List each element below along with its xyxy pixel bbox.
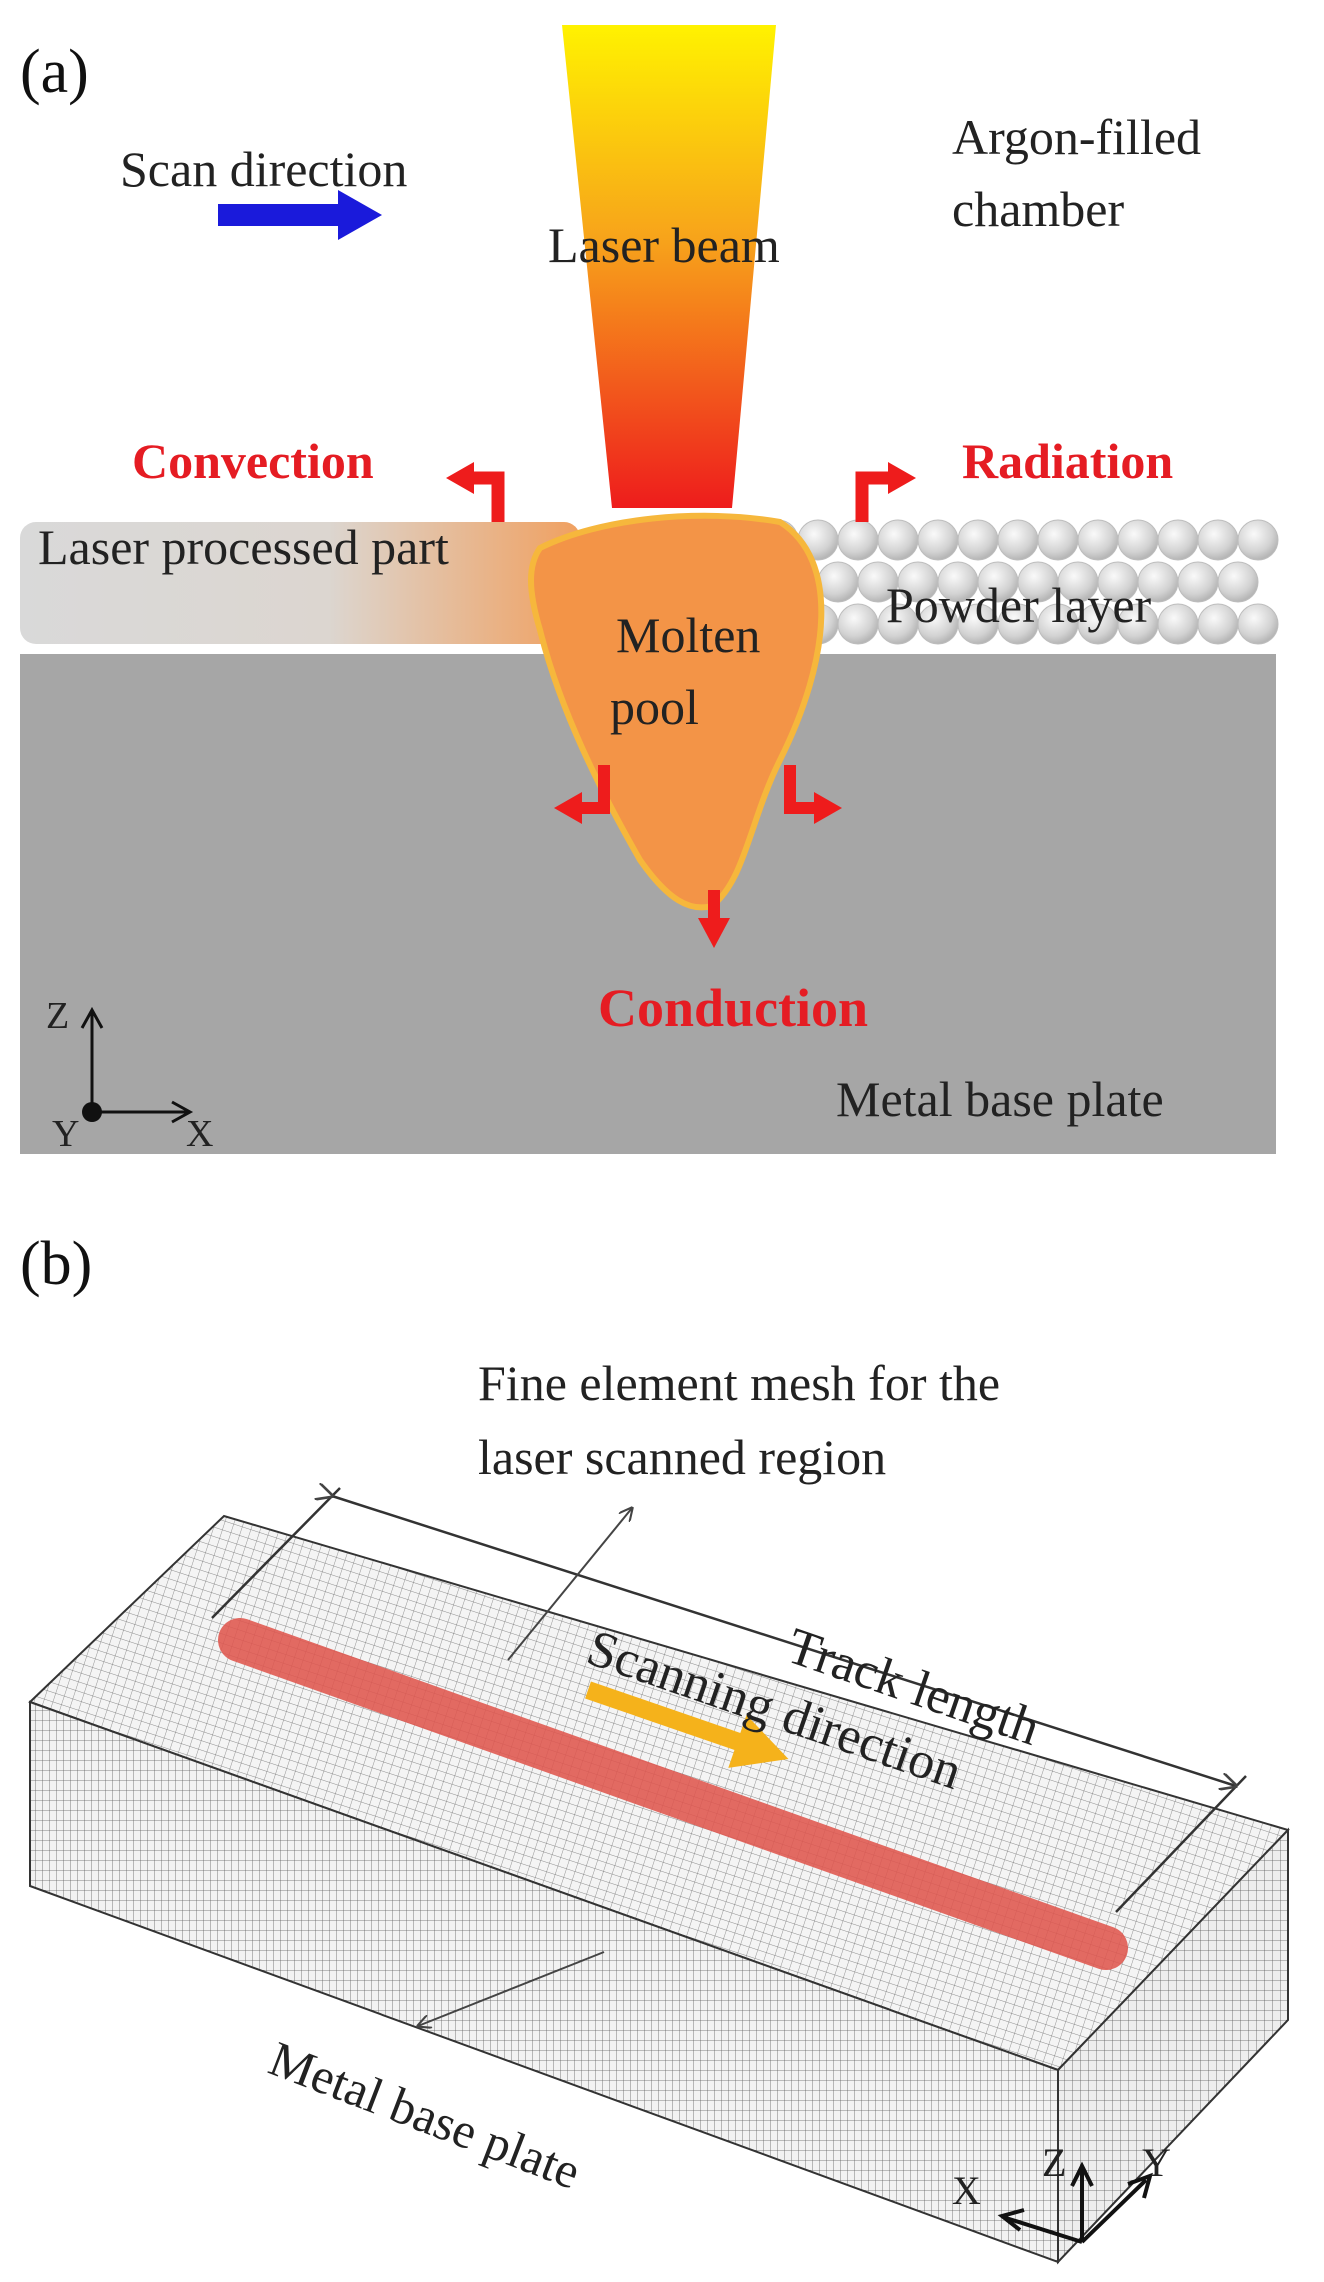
track-length-dimension [211, 1488, 1247, 1913]
conduction-arrow-right [784, 765, 818, 814]
powder-particle [1037, 519, 1079, 561]
mesh-label-line2: laser scanned region [478, 1429, 886, 1485]
mesh-end-face [1057, 1827, 1289, 2265]
powder-particle [1177, 561, 1219, 603]
conduction-arrowhead-down [698, 918, 730, 948]
powder-particle [997, 519, 1039, 561]
processed-part-label: Laser processed part [38, 519, 449, 575]
chamber-label-line1: Argon-filled [952, 109, 1201, 165]
axis-x-label-a: X [186, 1113, 213, 1155]
conduction-arrowhead-right [814, 792, 842, 824]
conduction-arrow-left [578, 765, 610, 814]
powder-layer-label: Powder layer [886, 577, 1152, 633]
conduction-label: Conduction [598, 978, 868, 1038]
axes-b [997, 2161, 1153, 2244]
laser-processed-part [20, 522, 580, 644]
powder-particle [1157, 519, 1199, 561]
axis-y-dot-a [82, 1102, 102, 1122]
powder-particle [877, 519, 919, 561]
mesh-label-line1: Fine element mesh for the [478, 1355, 1000, 1411]
powder-particle [1197, 519, 1239, 561]
axes-a [80, 1006, 194, 1124]
convection-arrow [470, 471, 505, 522]
molten-pool-label-line1: Molten [616, 607, 760, 663]
powder-particle [817, 561, 859, 603]
panel-a-label: (a) [20, 38, 89, 106]
base-plate-label-a: Metal base plate [836, 1071, 1164, 1127]
scan-direction-arrow [218, 190, 382, 240]
axis-z-label-b: Z [1042, 2140, 1066, 2185]
chamber-label-line2: chamber [952, 181, 1124, 237]
scanning-direction-arrow [585, 1681, 789, 1768]
axis-z-label-a: Z [46, 995, 69, 1037]
powder-particle [1077, 519, 1119, 561]
powder-particle [837, 519, 879, 561]
powder-particle [1217, 561, 1259, 603]
convection-arrowhead [446, 462, 474, 494]
axis-y-label-b: Y [1142, 2140, 1171, 2185]
powder-particle [1237, 519, 1279, 561]
radiation-label: Radiation [962, 433, 1173, 489]
molten-pool [528, 512, 825, 911]
panel-b-label: (b) [20, 1230, 92, 1298]
conduction-arrow-down [708, 890, 720, 922]
laser-beam [562, 25, 776, 508]
powder-particle [1157, 603, 1199, 645]
axis-x-label-b: X [952, 2168, 981, 2213]
axis-y-label-a: Y [52, 1113, 79, 1155]
powder-particle [1117, 519, 1159, 561]
powder-particle [1237, 603, 1279, 645]
base-plate-leader-line [418, 1951, 605, 2026]
radiation-arrow [855, 471, 892, 522]
radiation-arrowhead [888, 462, 916, 494]
powder-particle [917, 519, 959, 561]
powder-particle [957, 519, 999, 561]
laser-beam-label: Laser beam [548, 217, 780, 273]
conduction-arrowhead-left [554, 792, 582, 824]
molten-pool-label-line2: pool [610, 679, 699, 735]
scan-direction-label: Scan direction [120, 141, 407, 197]
powder-particle [837, 603, 879, 645]
powder-particle [1197, 603, 1239, 645]
mesh-leader-line [507, 1508, 632, 1661]
convection-label: Convection [132, 433, 374, 489]
